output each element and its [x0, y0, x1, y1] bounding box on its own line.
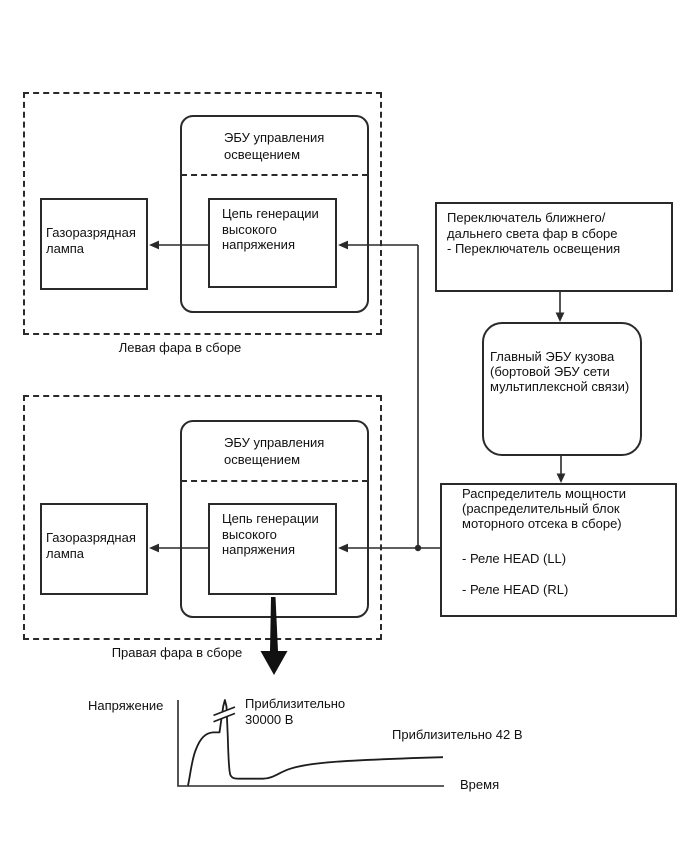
relay-head-rl-label: - Реле HEAD (RL) — [462, 582, 569, 597]
axis-break-mark — [213, 706, 236, 717]
text-line: Распределитель мощности — [462, 486, 626, 501]
text-line: высокого — [222, 221, 277, 237]
right-headlamp-assembly-box — [23, 395, 382, 640]
text-line: Цепь генерации — [222, 206, 319, 221]
left-headlamp-assembly-box — [23, 92, 382, 335]
headlamp-dimmer-switch-box — [435, 202, 673, 292]
left-ecu-divider — [181, 174, 368, 176]
text-line: (распределительный блок — [462, 501, 620, 516]
left-lighting-ecu-title: ЭБУ управления освещением — [224, 129, 324, 163]
graph-peak-voltage-label: Приблизительно 30000 В — [245, 696, 345, 728]
text-line: Главный ЭБУ кузова — [490, 349, 615, 364]
left-discharge-lamp-label: Газоразрядная лампа — [46, 225, 136, 256]
right-discharge-lamp-label: Газоразрядная лампа — [46, 530, 136, 561]
power-distributor-box — [440, 483, 677, 617]
text-line: ЭБУ управления — [224, 435, 325, 450]
right-lighting-ecu-title: ЭБУ управления освещением — [224, 434, 324, 468]
right-high-voltage-circuit-label: Цепь генерации высокого напряжения — [222, 511, 319, 558]
text-line: Газоразрядная — [46, 225, 136, 240]
text-line: Переключатель ближнего/ — [447, 210, 606, 225]
left-headlamp-assembly-caption: Левая фара в сборе — [118, 340, 242, 355]
main-body-ecu-box — [482, 322, 642, 456]
axis-break-mark — [213, 712, 236, 723]
left-discharge-lamp-box — [40, 198, 148, 290]
switch-to-ecu-arrow — [555, 292, 565, 322]
text-line: напряжения — [222, 542, 295, 557]
left-high-voltage-circuit-box — [208, 198, 337, 288]
text-line: моторного отсека в сборе) — [462, 516, 622, 531]
right-discharge-lamp-box — [40, 503, 148, 595]
text-line: лампа — [46, 240, 85, 256]
text-line: Приблизительно — [245, 696, 346, 711]
text-line: освещением — [224, 147, 301, 162]
right-high-voltage-circuit-box — [208, 503, 337, 595]
junction-dot — [414, 544, 422, 552]
graph-x-axis-label: Время — [460, 777, 500, 792]
text-line: - Переключатель освещения — [447, 241, 621, 256]
relay-head-ll-label: - Реле HEAD (LL) — [462, 551, 567, 566]
text-line: Цепь генерации — [222, 511, 319, 526]
right-ecu-divider — [181, 480, 368, 482]
headlamp-dimmer-switch-label: Переключатель ближнего/ дальнего света ф… — [447, 210, 620, 257]
text-line: напряжения — [222, 237, 295, 252]
graph-y-axis-label: Напряжение — [88, 698, 164, 713]
text-line: ЭБУ управления — [224, 130, 325, 145]
axis-break-eraser — [212, 707, 237, 722]
feed-riser-line — [414, 245, 422, 552]
text-line: лампа — [46, 545, 85, 561]
text-line: дальнего света фар в сборе — [447, 225, 618, 241]
ecu-to-distributor-arrow — [556, 456, 566, 483]
right-headlamp-assembly-caption: Правая фара в сборе — [111, 645, 243, 660]
main-body-ecu-label: Главный ЭБУ кузова (бортовой ЭБУ сети му… — [490, 349, 629, 394]
text-line: мультиплексной связи) — [490, 379, 630, 394]
left-high-voltage-circuit-label: Цепь генерации высокого напряжения — [222, 206, 319, 253]
text-line: Газоразрядная — [46, 530, 136, 545]
text-line: высокого — [222, 526, 277, 542]
text-line: освещением — [224, 452, 301, 467]
text-line: 30000 В — [245, 712, 294, 727]
graph-steady-voltage-label: Приблизительно 42 В — [392, 727, 523, 742]
power-distributor-label: Распределитель мощности (распределительн… — [462, 486, 626, 531]
text-line: (бортовой ЭБУ сети — [490, 364, 610, 379]
